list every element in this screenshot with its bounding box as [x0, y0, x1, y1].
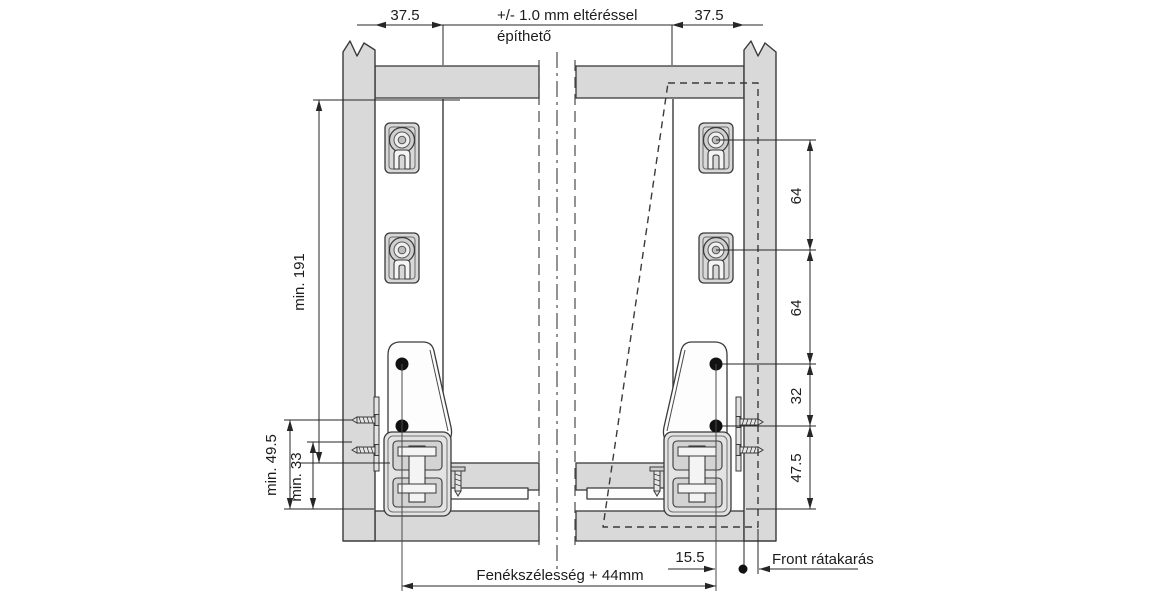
dim-left-outer-label: min. 49.5	[263, 434, 280, 496]
mounting-plate-left	[373, 396, 380, 472]
dim-left-inner-label: min. 33	[288, 452, 305, 501]
front-bracket-right-fold-line	[666, 349, 686, 432]
center-break	[538, 52, 576, 574]
tolerance-note-line1: +/- 1.0 mm eltéréssel	[497, 7, 637, 24]
dim-top-right-label: 37.5	[694, 7, 723, 24]
rear-fixing-clip-right-top	[698, 122, 734, 174]
dim-right-47-label: 47.5	[788, 453, 805, 482]
dim-bottom: 15.5 Front rátakarás Fenékszélesség + 44…	[402, 529, 874, 590]
rear-fixing-clip-right-bottom	[698, 232, 734, 284]
mounting-plate-right	[735, 396, 742, 472]
rear-fixing-clip-left-bottom	[384, 232, 420, 284]
profile-section-right	[663, 431, 732, 517]
dimensions: 37.5 37.5 +/- 1.0 mm eltéréssel építhető…	[263, 7, 874, 590]
overlay-reference-dot	[738, 564, 748, 574]
front-panel-dashed-outline	[602, 82, 759, 528]
dim-right-64b-label: 64	[788, 300, 805, 317]
dim-top: 37.5 37.5 +/- 1.0 mm eltéréssel építhető	[357, 7, 763, 65]
dim-left: min. 191 min. 49.5 min. 33	[263, 99, 460, 510]
front-overlay-label: Front rátakarás	[772, 551, 874, 568]
right-cabinet-panel	[743, 40, 777, 542]
tolerance-note-line2: építhető	[497, 28, 551, 45]
profile-section-left	[383, 431, 452, 517]
dim-right-32-label: 32	[788, 388, 805, 405]
dim-right-64a-label: 64	[788, 188, 805, 205]
dim-top-left-label: 37.5	[390, 7, 419, 24]
front-bracket-left-fold-line	[429, 349, 449, 432]
dim-right: 64 64 32 47.5	[716, 139, 816, 510]
dim-bottom-width-label: Fenékszélesség + 44mm	[476, 567, 643, 584]
dim-left-height-label: min. 191	[291, 253, 308, 311]
rear-fixing-clip-left-top	[384, 122, 420, 174]
top-rail-right	[575, 65, 745, 99]
left-cabinet-panel	[342, 40, 376, 542]
dim-bottom-offset-label: 15.5	[675, 549, 704, 566]
hardware	[351, 122, 764, 517]
top-rail-left	[374, 65, 540, 99]
